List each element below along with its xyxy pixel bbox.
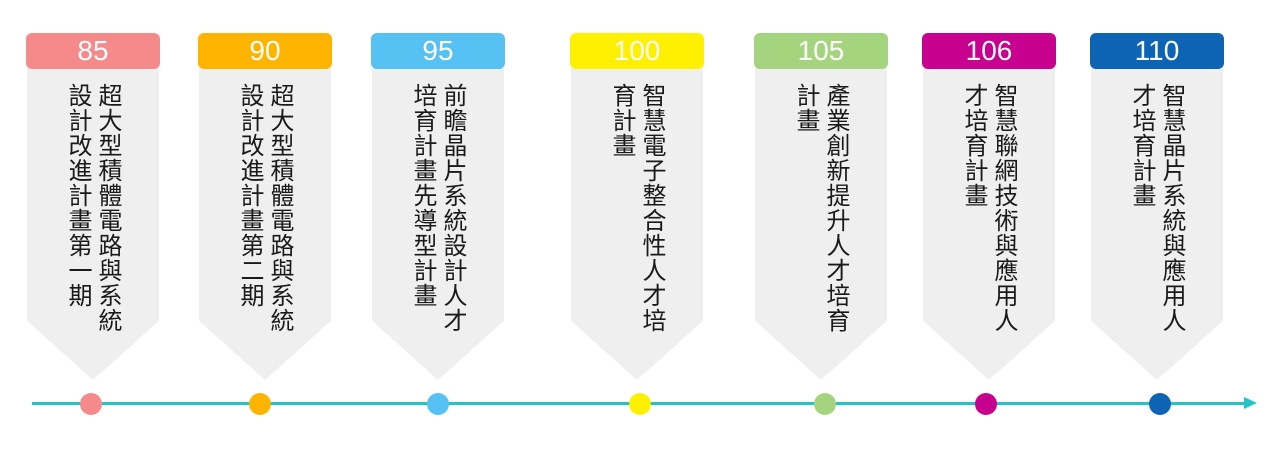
milestone-pennant [923, 68, 1055, 380]
milestone-year-banner: 105 [754, 33, 888, 69]
timeline-dot-90 [249, 393, 271, 415]
milestone-description: 智慧晶片系統與應用人才培育計畫 [1128, 83, 1186, 333]
milestone-pennant [1091, 68, 1223, 380]
timeline-dot-106 [975, 393, 997, 415]
milestone-year-banner: 106 [922, 33, 1056, 69]
timeline-dot-85 [80, 393, 102, 415]
milestone-description: 智慧聯網技術與應用人才培育計畫 [960, 83, 1018, 333]
milestone-description: 智慧電子整合性人才培育計畫 [608, 83, 666, 333]
milestone-year-banner: 90 [198, 33, 332, 69]
milestone-110: 110 智慧晶片系統與應用人才培育計畫 [1090, 33, 1224, 423]
timeline-arrow-icon [1244, 397, 1257, 409]
milestone-90: 90 超大型積體電路與系統設計改進計畫第二期 [198, 33, 332, 423]
milestone-year-banner: 110 [1090, 33, 1224, 69]
timeline-dot-100 [629, 393, 651, 415]
timeline-dot-105 [814, 393, 836, 415]
milestone-year-banner: 100 [570, 33, 704, 69]
milestone-pennant [199, 68, 331, 380]
milestone-pennant [27, 68, 159, 380]
milestone-pennant [372, 68, 504, 380]
milestone-105: 105 產業創新提升人才培育計畫 [754, 33, 888, 423]
milestone-85: 85 超大型積體電路與系統設計改進計畫第一期 [26, 33, 160, 423]
milestone-year-banner: 85 [26, 33, 160, 69]
milestone-description: 超大型積體電路與系統設計改進計畫第二期 [236, 83, 294, 333]
timeline-dot-110 [1149, 393, 1171, 415]
milestone-95: 95 前瞻晶片系統設計人才培育計畫先導型計畫 [371, 33, 505, 423]
milestone-106: 106 智慧聯網技術與應用人才培育計畫 [922, 33, 1056, 423]
milestone-description: 超大型積體電路與系統設計改進計畫第一期 [64, 83, 122, 333]
milestone-year-banner: 95 [371, 33, 505, 69]
milestone-description: 前瞻晶片系統設計人才培育計畫先導型計畫 [409, 83, 467, 333]
milestone-100: 100 智慧電子整合性人才培育計畫 [570, 33, 704, 423]
milestone-pennant [755, 68, 887, 380]
timeline-dot-95 [427, 393, 449, 415]
milestone-description: 產業創新提升人才培育計畫 [792, 83, 850, 333]
milestone-pennant [571, 68, 703, 380]
